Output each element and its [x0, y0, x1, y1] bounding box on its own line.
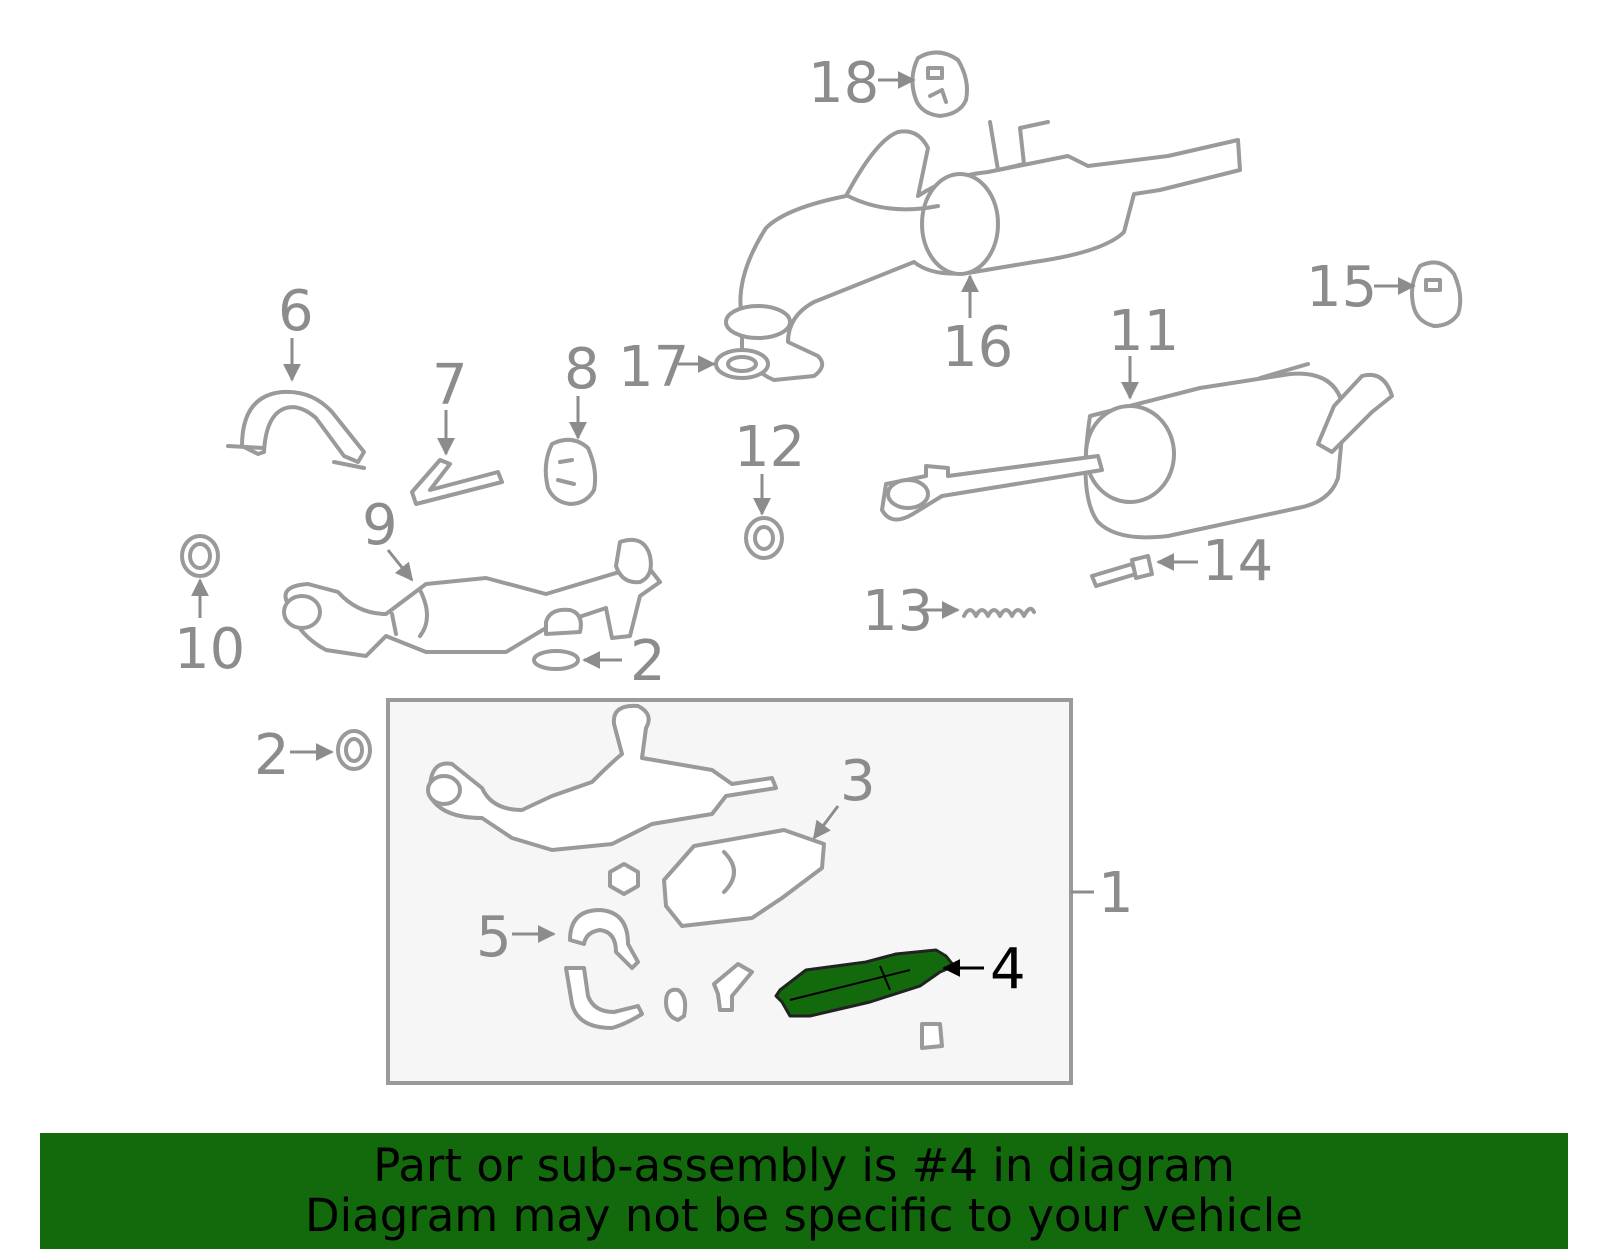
arrow-9: [386, 549, 414, 582]
assembly-nut[interactable]: [608, 862, 640, 896]
callout-11: 11: [1108, 299, 1179, 364]
part-17-gasket[interactable]: [714, 348, 770, 380]
part-13-spring[interactable]: [962, 606, 1036, 618]
callout-3: 3: [840, 749, 876, 814]
part-11-muffler[interactable]: [880, 362, 1394, 540]
callout-16: 16: [942, 315, 1013, 380]
info-banner: Part or sub-assembly is #4 in diagram Di…: [40, 1133, 1568, 1249]
part-14-bolt[interactable]: [1090, 554, 1154, 588]
part-2-gasket-b[interactable]: [336, 729, 372, 771]
callout-14: 14: [1202, 529, 1273, 594]
banner-line-2: Diagram may not be specific to your vehi…: [305, 1189, 1303, 1242]
part-6-bracket[interactable]: [226, 389, 366, 470]
part-9-front-pipe[interactable]: [282, 537, 662, 658]
callout-5: 5: [476, 905, 512, 970]
callout-4: 4: [990, 937, 1026, 1002]
callout-6: 6: [278, 279, 314, 344]
part-7-bracket[interactable]: [410, 458, 504, 506]
part-8-hanger[interactable]: [543, 437, 598, 506]
callout-9: 9: [362, 493, 398, 558]
assembly-front-pipe[interactable]: [426, 703, 778, 852]
callout-15: 15: [1306, 255, 1377, 320]
callout-7: 7: [432, 353, 468, 418]
callout-12: 12: [734, 415, 805, 480]
callout-2b: 2: [254, 723, 290, 788]
arrow-3: [812, 805, 840, 840]
part-5-clamp[interactable]: [564, 908, 944, 1050]
part-16-tailpipe-assembly[interactable]: [724, 120, 1242, 382]
part-12-grommet[interactable]: [744, 516, 784, 560]
part-2-gasket-a[interactable]: [532, 649, 580, 671]
part-4-heat-shield[interactable]: [774, 948, 956, 1018]
part-10-gasket[interactable]: [180, 534, 220, 578]
callout-8: 8: [564, 337, 600, 402]
callout-18: 18: [808, 51, 879, 116]
part-3-catalytic-converter[interactable]: [662, 828, 826, 928]
part-15-hanger[interactable]: [1410, 260, 1463, 328]
callout-1: 1: [1098, 861, 1134, 926]
banner-line-1: Part or sub-assembly is #4 in diagram: [373, 1139, 1235, 1192]
callout-10: 10: [174, 617, 245, 682]
callout-17: 17: [618, 335, 689, 400]
callout-2a: 2: [630, 629, 666, 694]
part-18-hanger[interactable]: [910, 50, 969, 118]
